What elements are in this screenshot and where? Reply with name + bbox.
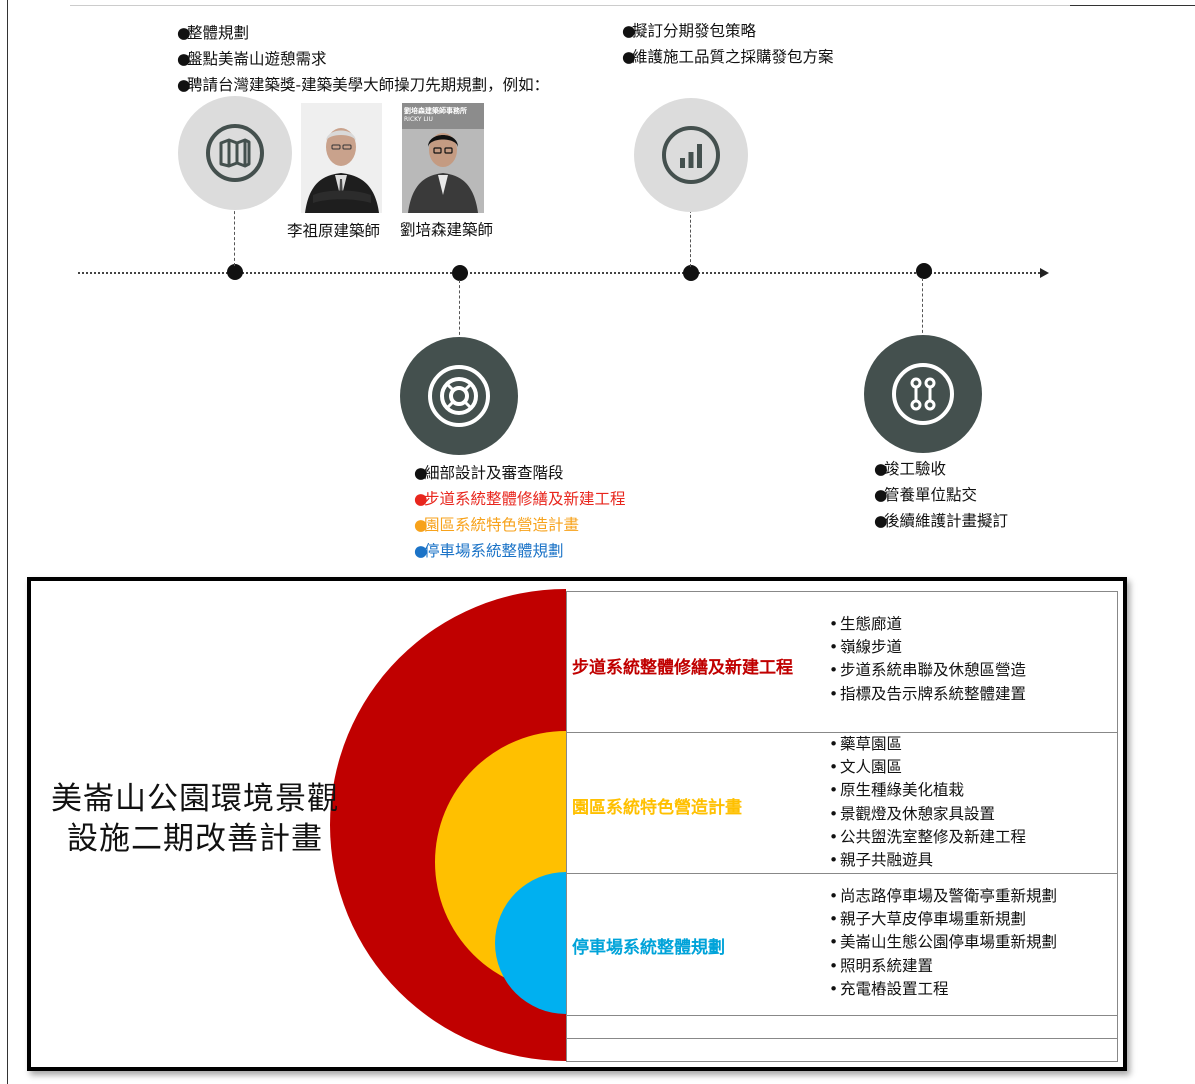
- list-item: ●盤點美崙山遊憩需求: [177, 50, 327, 68]
- list-item: ●細部設計及審查階段: [414, 464, 564, 482]
- frame-left-border: [7, 0, 8, 1084]
- stage-2-list: ●細部設計及審查階段 ●步道系統整體修繕及新建工程 ●園區系統特色營造計畫 ●停…: [414, 460, 626, 564]
- connector-1: [234, 206, 235, 266]
- lifebuoy-icon: [428, 365, 490, 427]
- list-item: ●竣工驗收: [874, 460, 947, 478]
- list-item: ●步道系統整體修繕及新建工程: [414, 490, 626, 508]
- list-item: •嶺線步道: [829, 638, 903, 657]
- list-item: •親子大草皮停車場重新規劃: [829, 910, 1027, 929]
- list-item: •原生種綠美化植栽: [829, 781, 965, 800]
- list-item: ●聘請台灣建築獎-建築美學大師操刀先期規劃，例如：: [177, 76, 550, 94]
- list-item: •指標及告示牌系統整體建置: [829, 684, 1027, 703]
- stage-3-list: ●擬訂分期發包策略 ●維護施工品質之採購發包方案: [622, 18, 834, 70]
- frame-top-right-border: [1070, 5, 1195, 6]
- empty-row-1: [566, 1015, 1118, 1039]
- list-item: ●園區系統特色營造計畫: [414, 516, 580, 534]
- list-item: •步道系統串聯及休憩區營造: [829, 661, 1027, 680]
- inner-half-circle: [495, 872, 566, 1014]
- architect-caption-2: 劉培森建築師: [400, 221, 494, 239]
- list-item: •景觀燈及休憩家具設置: [829, 804, 996, 823]
- stage-1-list: ●整體規劃 ●盤點美崙山遊憩需求 ●聘請台灣建築獎-建築美學大師操刀先期規劃，例…: [177, 20, 549, 98]
- list-item: ●整體規劃: [177, 24, 250, 42]
- plan-title: 美崙山公園環境景觀 設施二期改善計畫: [51, 781, 339, 857]
- park-detail-list: •藥草園區 •文人園區 •原生種綠美化植栽 •景觀燈及休憩家具設置 •公共盥洗室…: [829, 733, 1026, 872]
- list-item: •尚志路停車場及警衛亭重新規劃: [829, 887, 1058, 905]
- route-icon: [892, 363, 954, 425]
- list-item: •文人園區: [829, 758, 903, 777]
- list-item: •藥草園區: [829, 735, 903, 753]
- list-item: •親子共融遊具: [829, 851, 934, 870]
- category-label-park: 園區系統特色營造計畫: [572, 798, 742, 818]
- list-item: ●後續維護計畫擬訂: [874, 512, 1009, 530]
- list-item: •充電樁設置工程: [829, 979, 949, 998]
- timeline-dot-1: [227, 264, 243, 280]
- architect-photo-2: 劉培森建築師事務所 RICKY LIU: [402, 103, 484, 213]
- plan-panel: 美崙山公園環境景觀 設施二期改善計畫 步道系統整體修繕及新建工程 園區系統特色營…: [27, 577, 1127, 1071]
- timeline-arrow-icon: [1040, 268, 1049, 278]
- office-sign-english: RICKY LIU: [404, 116, 433, 123]
- person-portrait-icon: [402, 103, 484, 213]
- category-label-parking: 停車場系統整體規劃: [572, 938, 725, 958]
- office-sign: 劉培森建築師事務所: [404, 107, 467, 115]
- connector-3: [690, 205, 691, 267]
- architect-caption-1: 李祖原建築師: [287, 222, 381, 240]
- list-item: •公共盥洗室整修及新建工程: [829, 827, 1027, 846]
- list-item: ●擬訂分期發包策略: [622, 22, 757, 40]
- connector-2: [459, 280, 460, 340]
- architect-photo-1: [301, 103, 382, 213]
- parking-detail-list: •尚志路停車場及警衛亭重新規劃 •親子大草皮停車場重新規劃 •美崙山生態公園停車…: [829, 885, 1057, 1001]
- list-item: •照明系統建置: [829, 956, 934, 975]
- stage-3-icon-circle: [634, 98, 748, 212]
- person-portrait-icon: [301, 103, 382, 213]
- stage-4-list: ●竣工驗收 ●管養單位點交 ●後續維護計畫擬訂: [874, 456, 1008, 534]
- connector-4: [922, 278, 923, 338]
- timeline-dot-2: [452, 265, 468, 281]
- list-item: ●停車場系統整體規劃: [414, 542, 564, 560]
- list-item: ●維護施工品質之採購發包方案: [622, 48, 834, 66]
- list-item: ●管養單位點交: [874, 486, 978, 504]
- trail-detail-list: •生態廊道 •嶺線步道 •步道系統串聯及休憩區營造 •指標及告示牌系統整體建置: [829, 613, 1026, 706]
- stage-4-icon-circle: [864, 335, 982, 453]
- bar-chart-icon: [662, 126, 720, 184]
- stage-1-icon-circle: [178, 96, 292, 210]
- category-label-trail: 步道系統整體修繕及新建工程: [572, 658, 793, 678]
- map-icon: [206, 124, 264, 182]
- timeline-dot-4: [916, 263, 932, 279]
- list-item: •生態廊道: [829, 615, 903, 633]
- timeline-dot-3: [683, 265, 699, 281]
- timeline-axis: [78, 272, 1040, 274]
- list-item: •美崙山生態公園停車場重新規劃: [829, 933, 1058, 952]
- empty-row-2: [566, 1038, 1118, 1062]
- stage-2-icon-circle: [400, 337, 518, 455]
- nested-half-circles: [330, 589, 566, 1061]
- frame-top-border: [70, 5, 1070, 6]
